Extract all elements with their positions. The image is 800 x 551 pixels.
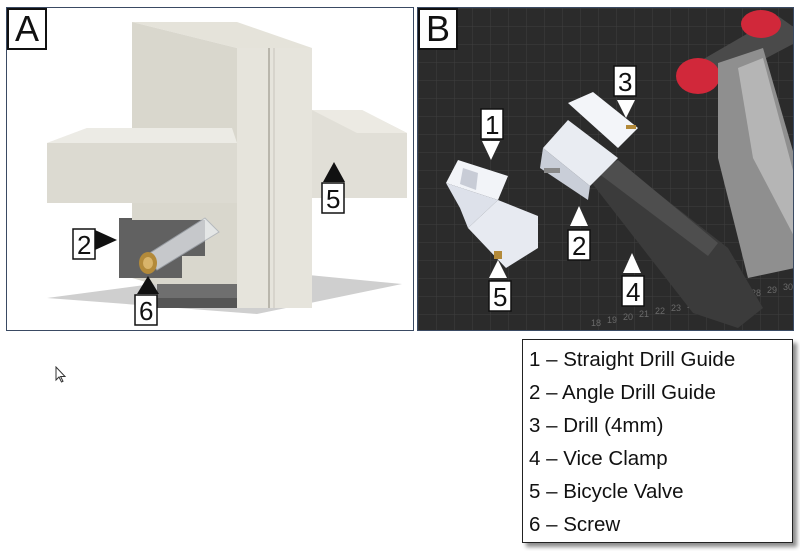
mat-scale-number: 28: [751, 288, 761, 298]
beam-left-face-top: [47, 128, 237, 143]
beam-right-top: [312, 110, 407, 133]
red-cap-lower: [676, 58, 720, 94]
callout-box-2: [72, 228, 96, 260]
legend-item: 4 – Vice Clamp: [529, 447, 668, 470]
callout-b-5: 5: [493, 282, 507, 312]
panel-b-label: B: [418, 8, 459, 50]
callout-box-6: [321, 182, 345, 214]
callout-b-1: 1: [485, 110, 499, 140]
straight-guide-face: [446, 183, 498, 228]
callout-arrow-b4: [623, 253, 641, 273]
callout-arrow-b3: [617, 100, 635, 118]
callout-arrow-2: [95, 230, 117, 250]
callout-arrow-b2: [570, 206, 588, 226]
mat-scale-number: 30: [783, 282, 793, 292]
callout-b-3: 3: [618, 67, 632, 97]
mat-scale-number: 23: [671, 303, 681, 313]
legend-item: 3 – Drill (4mm): [529, 414, 664, 437]
valve-cad-inner: [143, 257, 153, 269]
angle-guide-pin: [544, 168, 560, 173]
mat-scale-number: 19: [607, 315, 617, 325]
panel-b-photo: 30292827262524232221201918 1 2 3: [417, 7, 794, 331]
callout-arrow-5: [137, 276, 159, 294]
mat-scale-number: 29: [767, 285, 777, 295]
callout-a-2: 2: [77, 230, 91, 260]
callout-box-b3: [613, 65, 637, 97]
straight-guide-slot: [460, 168, 478, 190]
red-cap-upper: [741, 10, 781, 38]
panel-a-label: A: [7, 8, 48, 50]
callout-b-2: 2: [572, 231, 586, 261]
callout-arrow-b5: [489, 260, 507, 278]
mat-scale-number: 22: [655, 306, 665, 316]
legend-item: 2 – Angle Drill Guide: [529, 381, 716, 404]
angle-guide-body: [543, 120, 618, 186]
panel-a-cad-render: 2 6 5 A: [6, 7, 414, 331]
clamp-lower-rail-face: [157, 298, 237, 308]
mat-scale-number: 20: [623, 312, 633, 322]
legend-box: 1 – Straight Drill Guide 2 – Angle Drill…: [522, 339, 793, 543]
legend-item: 1 – Straight Drill Guide: [529, 348, 736, 371]
callout-arrow-b1: [482, 141, 500, 160]
angle-guide-top: [568, 92, 638, 148]
drill-bit: [626, 125, 636, 129]
callout-box-b1: [480, 108, 504, 140]
angle-guide-side: [540, 148, 590, 200]
straight-guide-body: [468, 200, 538, 268]
callout-a-6: 5: [326, 184, 340, 214]
vice-jaw-ridge: [598, 160, 718, 256]
callout-box-b5: [488, 280, 512, 312]
callout-box-b4: [621, 275, 645, 307]
mat-scale-number: 18: [591, 318, 601, 328]
callout-b-4: 4: [626, 277, 640, 307]
photo-drawing: 30292827262524232221201918 1 2 3: [418, 8, 793, 330]
cad-render-drawing: 2 6 5: [47, 22, 407, 326]
vice-bar-highlight: [738, 58, 793, 235]
clamp-lower-rail: [157, 284, 237, 298]
vice-jaw: [588, 158, 763, 328]
legend-item: 5 – Bicycle Valve: [529, 480, 684, 503]
callout-arrow-6: [323, 162, 345, 182]
callout-box-5: [134, 294, 158, 326]
mat-scale-number: 21: [639, 309, 649, 319]
legend-item: 6 – Screw: [529, 513, 621, 536]
callout-box-b2: [567, 229, 591, 261]
callout-a-5: 6: [139, 296, 153, 326]
vertical-block-top: [132, 22, 312, 48]
beam-left-face: [47, 143, 237, 203]
mouse-pointer-icon: [55, 366, 67, 383]
valve-photo: [494, 251, 502, 259]
